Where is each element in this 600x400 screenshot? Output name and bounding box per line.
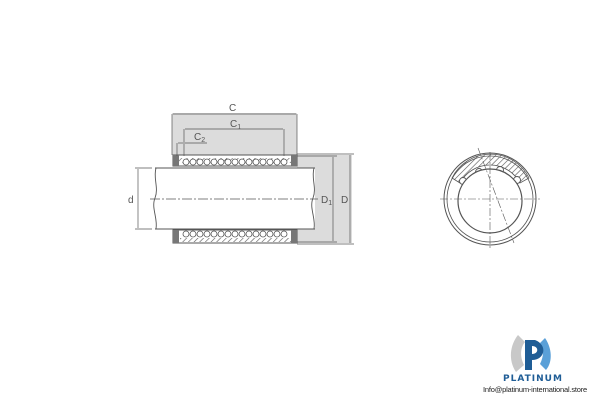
top-bearing-section bbox=[172, 154, 298, 167]
shaft bbox=[153, 167, 315, 230]
label-C1: C1 bbox=[230, 119, 241, 131]
dimension-C bbox=[171, 113, 298, 155]
dimension-C1 bbox=[183, 128, 285, 156]
dimension-C2 bbox=[176, 142, 207, 156]
label-C: C bbox=[229, 103, 236, 114]
dimension-D bbox=[297, 153, 354, 245]
label-D: D bbox=[341, 195, 348, 206]
label-d: d bbox=[128, 195, 134, 206]
dimension-d bbox=[135, 167, 152, 230]
bottom-bearing-section bbox=[172, 229, 298, 244]
brand-name: PLATINUM bbox=[503, 374, 563, 384]
label-D1: D1 bbox=[321, 195, 332, 207]
brand-email: Info@platinum-international.store bbox=[483, 385, 587, 394]
end-view bbox=[440, 147, 540, 248]
side-section-view: C C1 C2 d D1 bbox=[128, 103, 354, 245]
label-C2: C2 bbox=[194, 132, 205, 144]
dimension-D1 bbox=[297, 155, 337, 243]
shade-length-region bbox=[172, 113, 297, 155]
platinum-logo bbox=[510, 335, 551, 372]
